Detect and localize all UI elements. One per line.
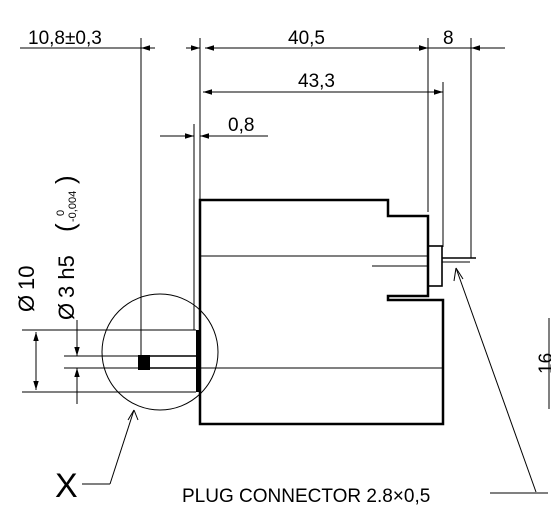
detail-x-circle: X <box>55 293 219 505</box>
dim-connector-length: 8 <box>414 28 505 51</box>
dim-diameters: Ø 10 Ø 3 h5 ( 0 -0,004 ) <box>14 175 196 404</box>
tolerance-lower: -0,004 <box>67 191 79 222</box>
dim-flange-thickness: 0,8 <box>160 115 268 139</box>
svg-text:(: ( <box>50 223 80 232</box>
dim-flange-offset: 10,8±0,3 <box>20 28 200 51</box>
dim-overall-length: 43,3 <box>203 71 443 95</box>
detail-x-label: X <box>55 467 78 505</box>
dim-flange-thickness-label: 0,8 <box>228 115 254 136</box>
diameter-outer-value: 10 <box>14 266 39 290</box>
diameter-outer-symbol: Ø <box>14 295 39 312</box>
plug-connector-label: PLUG CONNECTOR 2.8×0,5 <box>182 486 430 507</box>
dim-overall-length-label: 43,3 <box>298 71 335 92</box>
right-edge-label: 16 <box>536 353 551 374</box>
plug-connector-callout: PLUG CONNECTOR 2.8×0,5 <box>182 267 548 507</box>
tolerance-upper: 0 <box>55 210 67 216</box>
dim-connector-length-label: 8 <box>443 28 454 49</box>
dim-flange-offset-label: 10,8±0,3 <box>28 28 102 49</box>
extension-lines <box>140 38 472 365</box>
right-edge-dimension: 16 <box>536 318 551 409</box>
diameter-shaft-symbol: Ø <box>54 303 79 320</box>
svg-text:): ) <box>50 175 80 184</box>
dim-body-length-label: 40,5 <box>288 28 325 49</box>
dim-body-length: 40,5 <box>205 28 428 51</box>
motor-body <box>138 198 476 426</box>
diameter-shaft-value: 3 h5 <box>54 255 79 298</box>
